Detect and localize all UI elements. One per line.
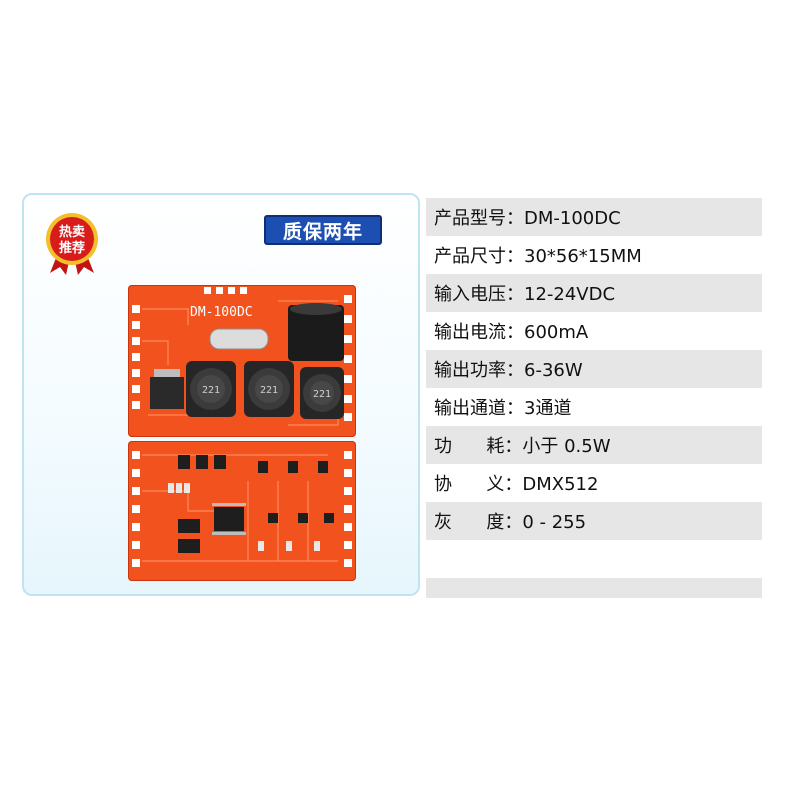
spec-text: 输出通道：3通道: [434, 398, 572, 419]
spec-text: 输入电压：12-24VDC: [434, 284, 616, 305]
bottom-traces: [142, 454, 338, 562]
hot-sale-badge: 热卖 推荐: [46, 213, 98, 275]
spec-text: 产品型号：DM-100DC: [434, 208, 621, 229]
spec-row-input-voltage: 输入电压：12-24VDC: [426, 274, 762, 312]
pcb-board-bottom: [128, 441, 356, 581]
warranty-text: 质保两年: [282, 220, 363, 243]
spec-row-model: 产品型号：DM-100DC: [426, 198, 762, 236]
pcb-board-top: 221 221 221 DM-100DC: [128, 285, 356, 437]
driver-chips: [178, 519, 200, 553]
right-pads: [344, 295, 352, 421]
bottom-left-pads: [132, 451, 140, 567]
crystal-oscillator: [209, 328, 269, 350]
hot-sale-line-1: 热卖: [59, 224, 85, 240]
spec-row-size: 产品尺寸：30*56*15MM: [426, 236, 762, 274]
ic-chip: [214, 507, 244, 531]
inductor-2: [244, 361, 294, 417]
smd-transistors: [178, 455, 334, 523]
spec-row-output-channels: 输出通道：3通道: [426, 388, 762, 426]
spec-row-grayscale: 灰 度：0 - 255: [426, 502, 762, 540]
resistor-array: [168, 483, 320, 551]
product-photo-panel: 热卖 推荐 质保两年: [22, 193, 420, 596]
traces: [142, 300, 339, 426]
spec-row-protocol: 协 义：DMX512: [426, 464, 762, 502]
inductor-1: [186, 361, 236, 417]
spec-row-output-power: 输出功率：6-36W: [426, 350, 762, 388]
spec-table: 产品型号：DM-100DC 产品尺寸：30*56*15MM 输入电压：12-24…: [426, 196, 762, 600]
spec-text: 产品尺寸：30*56*15MM: [434, 246, 642, 267]
spec-text: 协 义：DMX512: [434, 474, 599, 495]
inductor-1-mark: 221: [202, 385, 220, 396]
inductor-3: [300, 367, 344, 419]
electrolytic-capacitor: [288, 305, 344, 361]
spec-text: 输出功率：6-36W: [434, 360, 583, 381]
inductor-3-mark: 221: [313, 389, 331, 400]
mosfet-chip: [150, 377, 184, 409]
spec-row-empty: [426, 540, 762, 578]
spec-row-empty-footer: [426, 578, 762, 598]
top-pads: [204, 287, 247, 294]
board-model-print: DM-100DC: [190, 305, 253, 320]
inductor-2-mark: 221: [260, 385, 278, 396]
spec-row-power-consumption: 功 耗：小于 0.5W: [426, 426, 762, 464]
pcb-top-graphic: 221 221 221: [132, 287, 352, 426]
spec-text: 功 耗：小于 0.5W: [434, 436, 611, 457]
pcb-bottom-graphic: [132, 451, 352, 567]
spec-text: 灰 度：0 - 255: [434, 512, 587, 533]
spec-row-output-current: 输出电流：600mA: [426, 312, 762, 350]
warranty-tag: 质保两年: [264, 215, 382, 245]
bottom-right-pads: [344, 451, 352, 567]
left-pads: [132, 305, 140, 409]
spec-text: 输出电流：600mA: [434, 322, 589, 343]
hot-sale-line-2: 推荐: [59, 240, 85, 256]
